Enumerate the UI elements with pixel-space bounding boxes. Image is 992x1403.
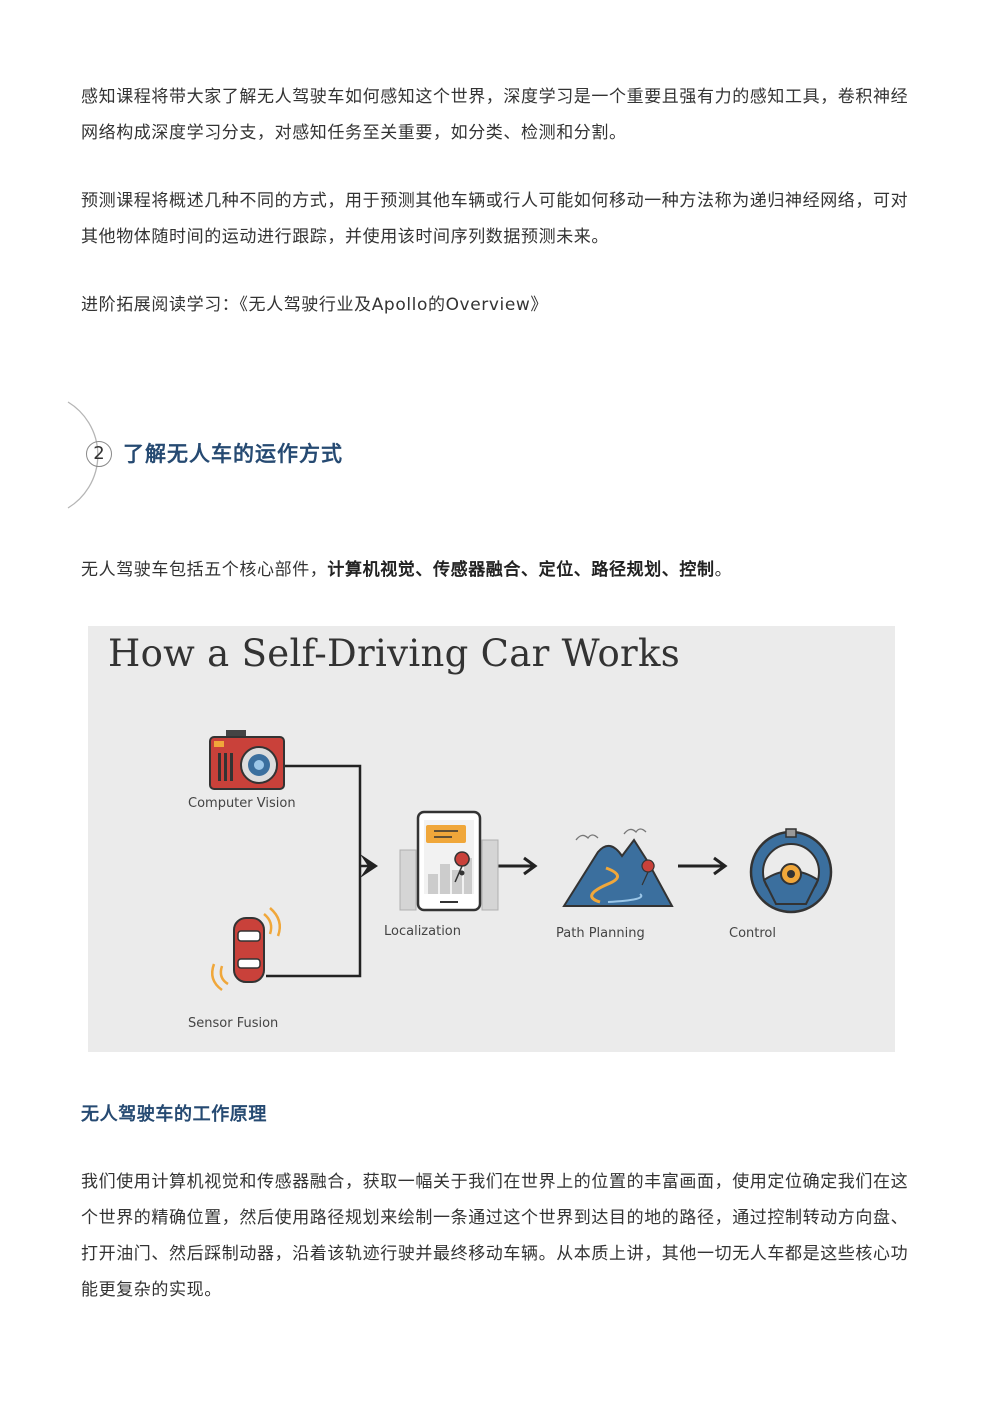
label-path-planning: Path Planning — [556, 926, 645, 941]
prediction-paragraph: 预测课程将概述几种不同的方式，用于预测其他车辆或行人可能如何移动一种方法称为递归… — [81, 191, 909, 247]
arrows — [493, 856, 728, 876]
label-control: Control — [729, 926, 776, 941]
figure-title: How a Self-Driving Car Works — [108, 632, 681, 675]
merge-arrow-head — [360, 854, 378, 878]
label-localization: Localization — [384, 924, 461, 939]
further-reading-link[interactable]: 《无人驾驶行业及Apollo的Overview》 — [239, 295, 549, 315]
section-number: 2 — [86, 441, 112, 467]
components-end: 。 — [714, 560, 733, 580]
self-driving-figure: How a Self-Driving Car Works Computer Vi… — [88, 626, 895, 1052]
figure-graphics — [209, 730, 833, 992]
section-title: 了解无人车的运作方式 — [123, 442, 343, 466]
principle-paragraph: 我们使用计算机视觉和传感器融合，获取一幅关于我们在世界上的位置的丰富画面，使用定… — [81, 1172, 909, 1300]
perception-paragraph: 感知课程将带大家了解无人驾驶车如何感知这个世界，深度学习是一个重要且强有力的感知… — [81, 87, 909, 143]
label-sensor-fusion: Sensor Fusion — [188, 1016, 279, 1031]
components-paragraph: 无人驾驶车包括五个核心部件，计算机视觉、传感器融合、定位、路径规划、控制。 — [81, 552, 911, 588]
label-computer-vision: Computer Vision — [188, 796, 296, 811]
car-icon — [211, 907, 281, 992]
further-reading-paragraph: 进阶拓展阅读学习：《无人驾驶行业及Apollo的Overview》 — [81, 287, 911, 323]
components-list: 计算机视觉、传感器融合、定位、路径规划、控制 — [327, 560, 715, 580]
components-intro: 无人驾驶车包括五个核心部件， — [81, 560, 328, 580]
camera-icon — [209, 730, 285, 790]
subsection-title: 无人驾驶车的工作原理 — [81, 1104, 267, 1125]
further-reading-prefix: 进阶拓展阅读学习： — [81, 295, 240, 315]
path-planning-mountain-icon — [562, 828, 674, 907]
localization-phone-icon — [399, 810, 499, 912]
steering-wheel-icon — [749, 828, 833, 914]
